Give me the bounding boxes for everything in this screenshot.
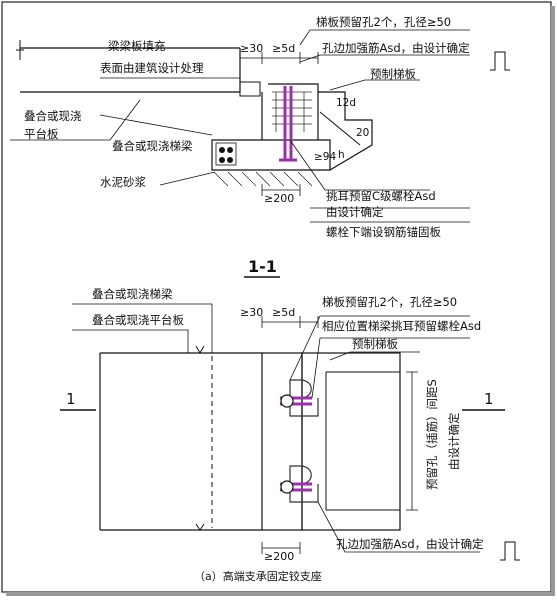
platform-slab	[20, 47, 240, 93]
infill-zone	[239, 81, 261, 97]
label-spacing-1: 预留孔（插筋）间距S	[425, 379, 439, 490]
dim-12d: 12d	[336, 97, 356, 109]
beam-ledge	[261, 92, 319, 140]
dim-line-bottom-top	[261, 316, 319, 328]
leader-lines-bottom	[72, 303, 480, 553]
frame-shadow-bottom	[6, 592, 555, 596]
hole-circle-lower	[280, 480, 294, 494]
beam-stirrup	[215, 142, 237, 166]
label-mortar: 水泥砂浆	[100, 175, 146, 189]
slab-break-mark	[16, 40, 24, 60]
rebar-dot	[227, 157, 233, 163]
dim-5d-bottom: ≥5d	[272, 306, 295, 319]
label-hole-rebar-top: 孔边加强筋Asd，由设计确定	[322, 41, 470, 55]
label-holes-bottom: 梯板预留孔2个，孔径≥50	[322, 295, 457, 309]
label-precast-stair-top: 预制梯板	[370, 67, 416, 81]
dim-line-top	[240, 52, 319, 64]
mortar-hatch	[213, 171, 313, 187]
label-spacing-2: 由设计确定	[447, 412, 461, 470]
top-section-drawing: 梁梁板填充 表面由建筑设计处理 叠合或现浇 平台板 叠合或现浇梯梁 水泥砂浆 梯…	[10, 15, 510, 239]
section-mark-left: 1	[66, 390, 76, 408]
label-infill-1: 梁梁板填充	[108, 39, 166, 53]
dim-line-200	[261, 184, 301, 196]
label-precast-stair-bottom: 预制梯板	[352, 337, 398, 351]
anchor-bolt	[283, 86, 293, 160]
stair-step-lines	[325, 371, 400, 511]
label-holes-top: 梯板预留孔2个，孔径≥50	[316, 15, 451, 29]
figure-caption: （a）高端支承固定铰支座	[194, 569, 322, 583]
stair-soffit	[319, 111, 361, 146]
note-underlines	[310, 207, 470, 223]
label-bolt-2: 由设计确定	[326, 205, 384, 219]
label-stair-beam-top: 叠合或现浇梯梁	[112, 139, 193, 153]
break-marks-plan	[195, 345, 205, 531]
rebar-dot	[219, 157, 225, 163]
rebar-dot	[227, 147, 233, 153]
label-bolt-3: 螺栓下端设钢筋锚固板	[326, 225, 441, 239]
label-infill-2: 表面由建筑设计处理	[100, 61, 204, 75]
label-stair-beam-bottom: 叠合或现浇梯梁	[92, 287, 173, 301]
dim-h: h	[338, 149, 345, 161]
label-platform-slab-bottom: 叠合或现浇平台板	[92, 313, 184, 327]
rebar-dot	[219, 147, 225, 153]
dim-200-top: ≥200	[264, 192, 294, 205]
section-title: 1-1	[248, 257, 277, 276]
break-symbol-top	[490, 51, 510, 71]
label-bolt-1: 挑耳预留C级螺栓Asd	[326, 189, 436, 203]
dim-line-bottom-200	[261, 542, 301, 554]
bottom-plan-drawing: 叠合或现浇梯梁 叠合或现浇平台板 梯板预留孔2个，孔径≥50 相应位置梯梁挑耳预…	[60, 287, 520, 563]
leader-lines-top	[10, 29, 470, 191]
break-symbol-bottom	[500, 541, 520, 561]
precast-stair-plan	[301, 352, 401, 531]
section-mark-right: 1	[484, 390, 494, 408]
precast-stair-top	[268, 83, 373, 171]
label-platform-slab-1: 叠合或现浇	[24, 109, 82, 123]
dim-5d-top: ≥5d	[272, 42, 295, 55]
dim-94: ≥94	[314, 151, 336, 163]
outer-border	[1, 1, 552, 593]
dim-line-spacing	[406, 371, 418, 511]
hole-circle-upper	[280, 394, 294, 408]
dim-30-bottom: ≥30	[240, 306, 263, 319]
frame-shadow-right	[551, 6, 555, 594]
label-platform-slab-2: 平台板	[24, 127, 59, 141]
label-hole-rebar-bottom: 孔边加强筋Asd，由设计确定	[336, 537, 484, 551]
label-bolts-bottom: 相应位置梯梁挑耳预留螺栓Asd	[322, 319, 481, 333]
dim-30-top: ≥30	[240, 42, 263, 55]
dim-200-bottom: ≥200	[264, 550, 294, 563]
dim-20: 20	[356, 127, 369, 139]
platform-slab-plan	[99, 352, 262, 531]
